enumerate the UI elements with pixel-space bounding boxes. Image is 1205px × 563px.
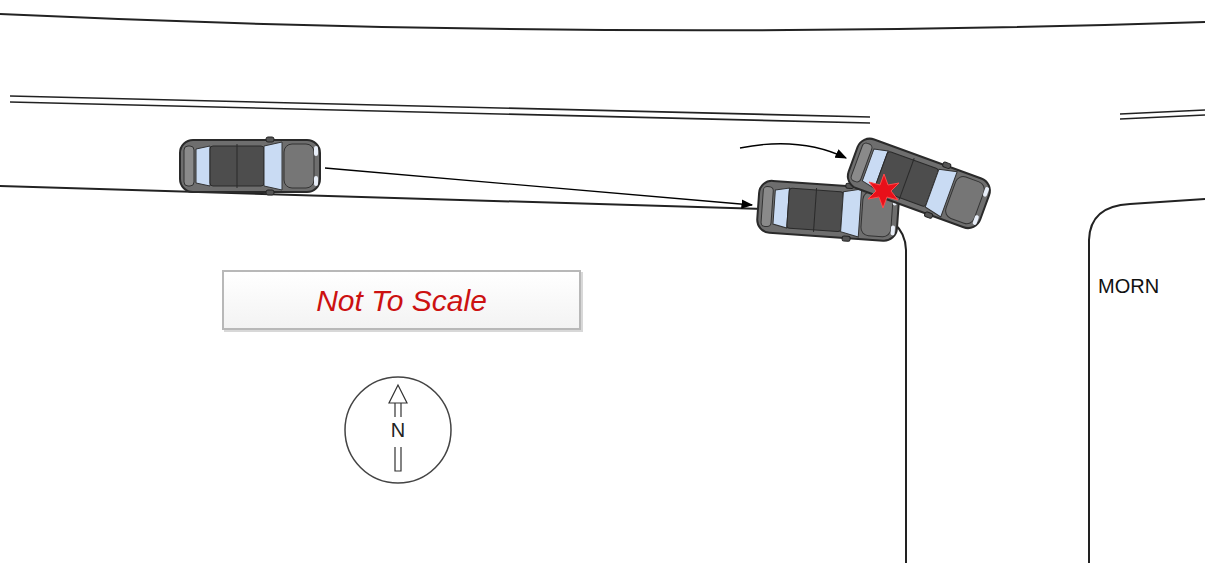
scale-note: Not To Scale bbox=[316, 284, 487, 317]
center-line bbox=[10, 102, 870, 123]
road-edge bbox=[0, 186, 906, 563]
travel-arrow bbox=[740, 144, 846, 158]
scale-note-box: Not To Scale bbox=[222, 270, 581, 330]
road-edge bbox=[0, 14, 1205, 30]
vehicle bbox=[180, 137, 320, 195]
north-arrow: N bbox=[343, 375, 453, 485]
vehicle bbox=[843, 132, 994, 234]
travel-arrow bbox=[325, 168, 752, 205]
center-line bbox=[10, 96, 870, 117]
north-letter: N bbox=[389, 419, 407, 441]
center-line bbox=[1120, 115, 1205, 119]
road-edge bbox=[1089, 199, 1205, 563]
street-name: MORN bbox=[1098, 275, 1159, 298]
impact-point bbox=[868, 174, 899, 208]
center-line bbox=[1120, 110, 1205, 114]
